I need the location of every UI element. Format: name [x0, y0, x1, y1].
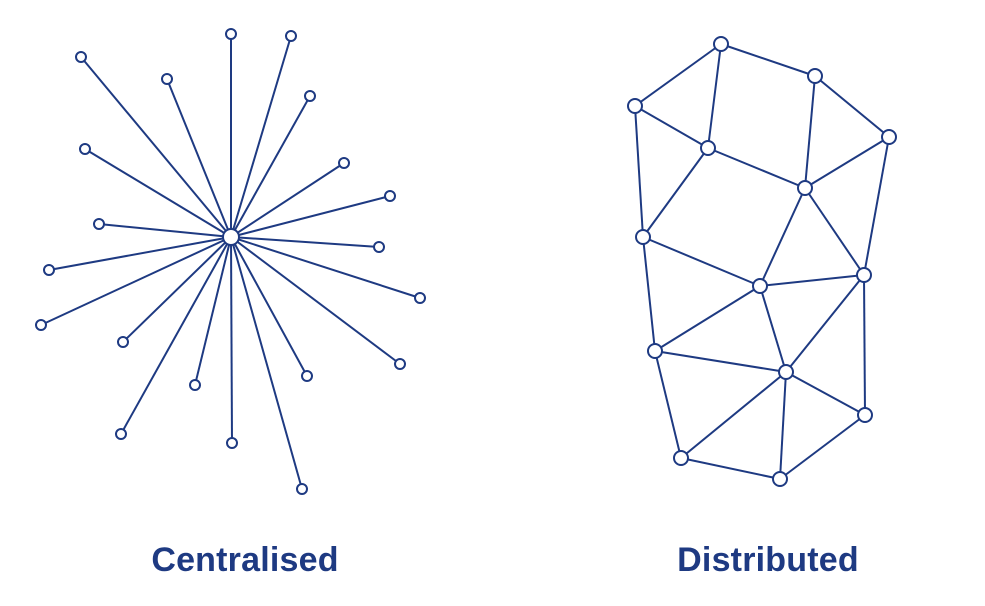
mesh-link-22: [654, 350, 682, 459]
mesh-node-3: [627, 98, 643, 114]
leaf-node-13: [35, 319, 47, 331]
leaf-node-15: [394, 358, 406, 370]
leaf-node-9: [93, 218, 105, 230]
spoke-line-20: [230, 236, 303, 490]
hub-node: [222, 228, 240, 246]
mesh-node-10: [647, 343, 663, 359]
leaf-node-5: [304, 90, 316, 102]
mesh-link-16: [759, 274, 865, 287]
mesh-node-11: [778, 364, 794, 380]
centralised-label: Centralised: [151, 541, 339, 579]
spoke-line-13: [40, 236, 232, 326]
leaf-node-4: [285, 30, 297, 42]
mesh-link-5: [804, 75, 816, 189]
leaf-node-10: [373, 241, 385, 253]
leaf-node-17: [301, 370, 313, 382]
mesh-link-1: [634, 43, 722, 107]
leaf-node-19: [226, 437, 238, 449]
spoke-line-7: [230, 162, 345, 238]
spoke-line-16: [194, 236, 232, 386]
mesh-node-1: [713, 36, 729, 52]
mesh-link-3: [707, 43, 722, 149]
mesh-node-5: [700, 140, 716, 156]
mesh-node-4: [881, 129, 897, 145]
mesh-link-4: [814, 75, 890, 138]
spoke-line-19: [230, 236, 233, 444]
spoke-line-18: [120, 236, 232, 435]
mesh-node-13: [673, 450, 689, 466]
mesh-node-7: [635, 229, 651, 245]
leaf-node-11: [43, 264, 55, 276]
leaf-node-3: [225, 28, 237, 40]
spoke-line-1: [80, 56, 232, 238]
leaf-node-8: [384, 190, 396, 202]
spoke-line-6: [84, 148, 232, 238]
spoke-line-14: [122, 236, 232, 343]
spoke-line-17: [230, 236, 308, 377]
mesh-link-11: [642, 147, 709, 238]
spoke-line-15: [230, 236, 401, 365]
spoke-line-10: [230, 236, 380, 248]
mesh-link-20: [863, 274, 866, 416]
mesh-link-9: [863, 136, 890, 276]
mesh-link-2: [720, 43, 816, 77]
leaf-node-7: [338, 157, 350, 169]
mesh-node-2: [807, 68, 823, 84]
centralised-network: [35, 28, 426, 495]
leaf-node-14: [117, 336, 129, 348]
mesh-link-17: [654, 285, 761, 352]
mesh-link-7: [634, 105, 644, 238]
leaf-node-20: [296, 483, 308, 495]
mesh-link-18: [759, 285, 787, 373]
leaf-node-6: [79, 143, 91, 155]
spoke-line-8: [230, 195, 391, 238]
mesh-node-6: [797, 180, 813, 196]
mesh-link-23: [680, 371, 787, 459]
distributed-network: [627, 36, 897, 487]
mesh-link-24: [779, 371, 787, 480]
mesh-link-10: [707, 147, 806, 189]
mesh-node-12: [857, 407, 873, 423]
spoke-line-2: [166, 78, 232, 238]
mesh-node-8: [752, 278, 768, 294]
mesh-link-27: [779, 414, 866, 480]
mesh-link-25: [785, 371, 866, 416]
mesh-link-13: [804, 187, 865, 276]
spoke-line-5: [230, 95, 311, 238]
mesh-link-26: [680, 457, 781, 480]
distributed-label: Distributed: [677, 541, 859, 579]
leaf-node-18: [115, 428, 127, 440]
spoke-line-12: [230, 236, 421, 299]
leaf-node-16: [189, 379, 201, 391]
spoke-line-9: [98, 223, 232, 238]
mesh-link-6: [634, 105, 709, 149]
mesh-node-9: [856, 267, 872, 283]
mesh-link-19: [785, 274, 865, 373]
spoke-line-4: [230, 35, 292, 238]
spoke-line-11: [48, 236, 232, 271]
leaf-node-1: [75, 51, 87, 63]
mesh-link-8: [804, 136, 890, 189]
mesh-link-14: [642, 236, 761, 287]
mesh-link-15: [642, 236, 656, 352]
mesh-link-21: [654, 350, 787, 373]
leaf-node-2: [161, 73, 173, 85]
leaf-node-12: [414, 292, 426, 304]
mesh-node-14: [772, 471, 788, 487]
mesh-link-12: [759, 187, 806, 287]
